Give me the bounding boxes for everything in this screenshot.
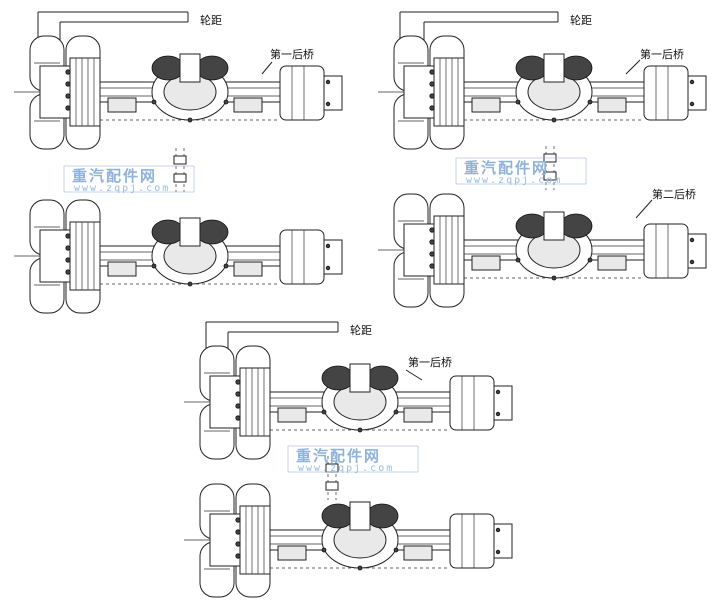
first-rear-axle-label: 第一后桥	[270, 47, 314, 61]
watermark-box	[287, 445, 419, 473]
watermark-box	[455, 157, 587, 185]
wheelbase-label: 轮距	[570, 13, 592, 27]
watermark-url: www.zqpj.com	[298, 463, 394, 474]
watermark-box	[63, 165, 195, 193]
first-rear-axle-label: 第一后桥	[640, 47, 684, 61]
watermark-url: www.zqpj.com	[466, 175, 562, 186]
wheelbase-label: 轮距	[200, 13, 222, 27]
propeller-shaft	[173, 147, 187, 193]
first-rear-axle-drawing	[183, 345, 513, 460]
wheelbase-label: 轮距	[350, 323, 372, 337]
first-rear-axle-label: 第一后桥	[408, 355, 452, 369]
watermark-url: www.zqpj.com	[74, 183, 170, 194]
second-rear-axle-drawing	[183, 483, 513, 598]
diagram-top-right: 轮距 第一后桥 第二后桥 重汽配件网 www.zqpj.com	[377, 11, 707, 308]
second-rear-axle-label: 第二后桥	[652, 187, 696, 201]
diagram-bottom-center: 轮距 第一后桥 重汽配件网 www.zqpj.com	[183, 321, 513, 598]
second-rear-axle-drawing	[13, 199, 343, 314]
watermark-text: 重汽配件网	[296, 447, 381, 465]
second-rear-axle-drawing	[377, 193, 707, 308]
watermark-text: 重汽配件网	[464, 159, 549, 177]
diagram-top-left: 轮距 第一后桥 重汽配件网 www.zqpj.com	[13, 11, 343, 314]
watermark-text: 重汽配件网	[72, 167, 157, 185]
